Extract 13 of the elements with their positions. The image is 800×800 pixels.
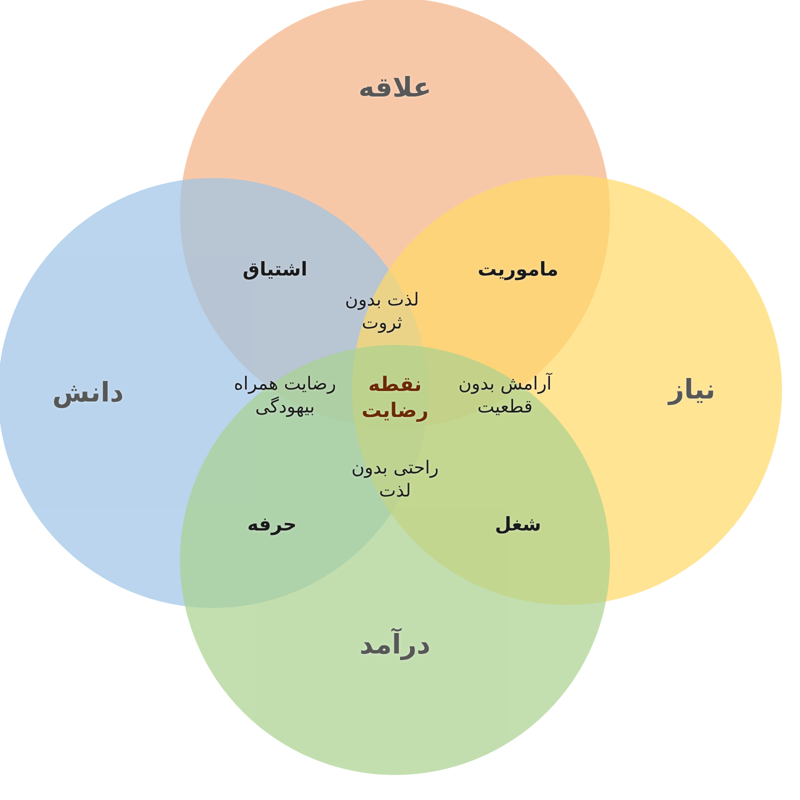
overlap-label: حرفه	[247, 512, 297, 538]
overlap-label: راحتی بدون لذت	[350, 456, 440, 504]
overlap-label: لذت بدون ثروت	[344, 288, 420, 336]
overlap-label: ماموریت	[478, 258, 558, 282]
overlap-label: اشتیاق	[242, 258, 308, 282]
overlap-label: آرامش بدون قطعیت	[457, 372, 554, 420]
circle-label: علاقه	[358, 72, 432, 104]
circle-label: دانش	[52, 378, 124, 408]
circle-label: نیاز	[668, 374, 716, 406]
overlap-label: شغل	[494, 512, 542, 538]
overlap-label: رضایت همراه بیهودگی	[232, 372, 338, 420]
circle-label: درآمد	[360, 630, 430, 660]
center-label: نقطه رضایت	[360, 371, 430, 423]
